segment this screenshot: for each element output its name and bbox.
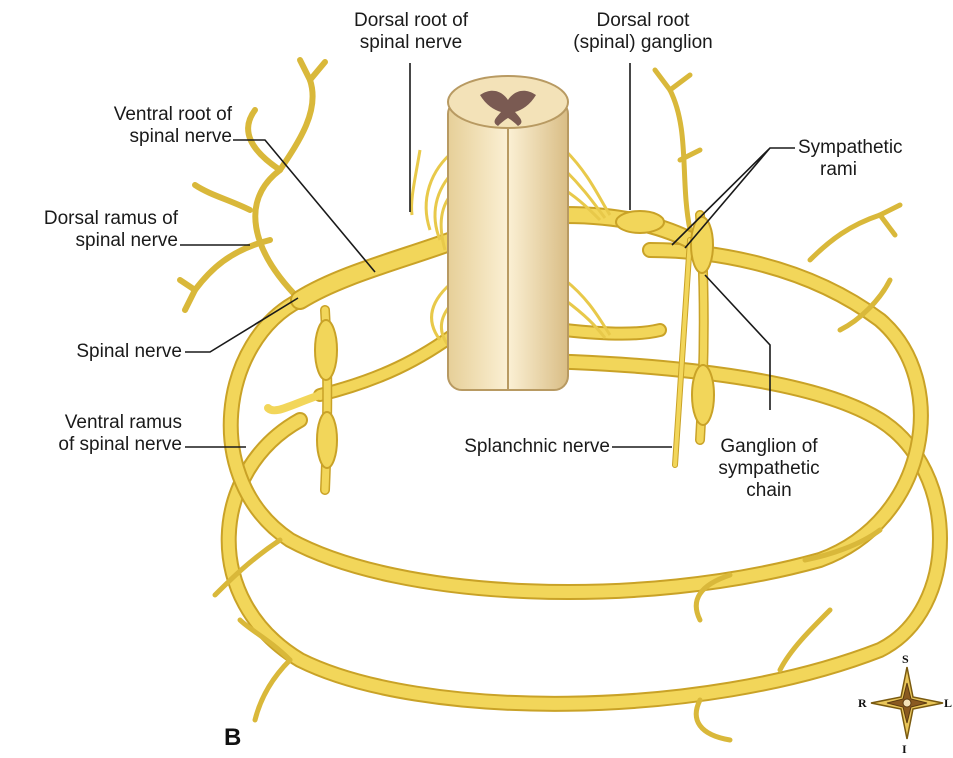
label-dorsal-ramus: Dorsal ramus of spinal nerve (4, 208, 178, 252)
label-rami-line1: Sympathetic (798, 137, 938, 159)
dorsal-root-ganglion (616, 211, 664, 233)
sympathetic-ganglion-lower (692, 365, 714, 425)
lower-ventral-ramus-loop (229, 360, 940, 704)
label-ventral-root-line1: Ventral root of (60, 104, 232, 126)
label-dorsal-root: Dorsal root of spinal nerve (322, 10, 500, 54)
figure-tag: B (224, 724, 241, 752)
label-dorsal-ramus-line1: Dorsal ramus of (4, 208, 178, 230)
label-ventral-root-line2: spinal nerve (60, 126, 232, 148)
compass-inferior: I (902, 742, 907, 757)
label-ventral-ramus: Ventral ramus of spinal nerve (4, 412, 182, 456)
label-ventral-root: Ventral root of spinal nerve (60, 104, 232, 148)
label-ganglion-line1: Ganglion of (704, 436, 834, 458)
label-dorsal-root-line1: Dorsal root of (322, 10, 500, 32)
label-ganglion-line3: chain (704, 480, 834, 502)
label-ganglion-chain: Ganglion of sympathetic chain (704, 436, 834, 502)
compass-right: R (858, 696, 867, 711)
label-rami-line2: rami (798, 159, 938, 181)
label-dorsal-root-line2: spinal nerve (322, 32, 500, 54)
label-spinal-nerve-text: Spinal nerve (76, 341, 182, 362)
label-sympathetic-rami: Sympathetic rami (798, 137, 938, 181)
label-splanchnic-nerve: Splanchnic nerve (420, 436, 610, 458)
label-ganglion-line2: sympathetic (704, 458, 834, 480)
label-drg-line2: (spinal) ganglion (553, 32, 733, 54)
label-ventral-ramus-line1: Ventral ramus (4, 412, 182, 434)
label-spinal-nerve: Spinal nerve (20, 341, 182, 363)
label-dorsal-ramus-line2: spinal nerve (4, 230, 178, 252)
left-sympathetic-ganglion-lower (317, 412, 337, 468)
label-drg-line1: Dorsal root (553, 10, 733, 32)
compass-rose (871, 667, 943, 739)
label-splanchnic-text: Splanchnic nerve (464, 436, 610, 457)
label-ventral-ramus-line2: of spinal nerve (4, 434, 182, 456)
spinal-cord (448, 76, 568, 390)
label-dorsal-root-ganglion: Dorsal root (spinal) ganglion (553, 10, 733, 54)
compass-superior: S (902, 652, 909, 667)
left-sympathetic-ganglion-upper (315, 320, 337, 380)
sympathetic-ganglion-upper (691, 217, 713, 273)
compass-left: L (944, 696, 952, 711)
